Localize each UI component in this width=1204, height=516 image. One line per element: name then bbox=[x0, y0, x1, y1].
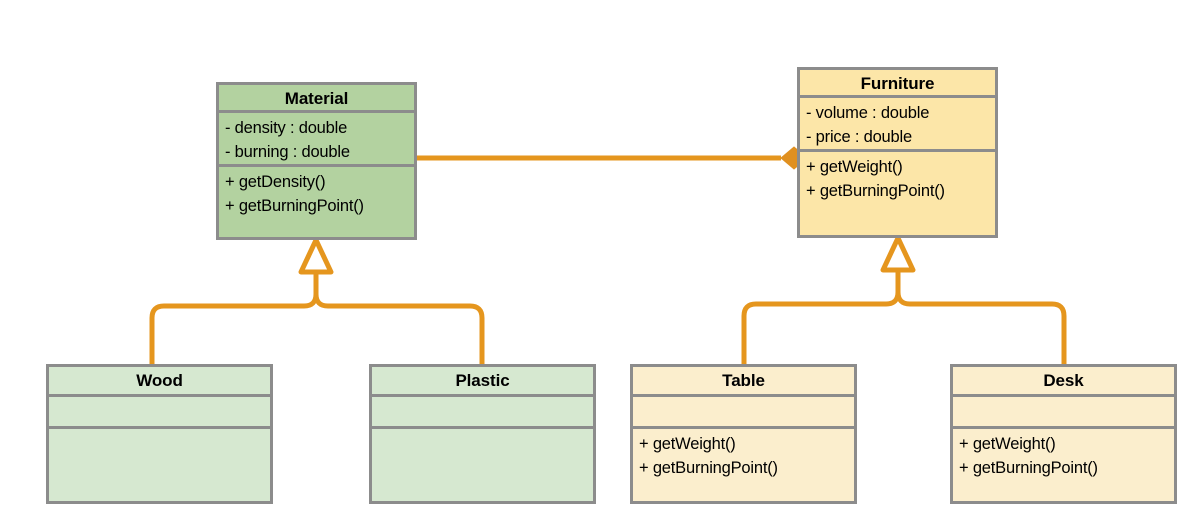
operations-compartment-material: + getDensity() + getBurningPoint() bbox=[219, 167, 414, 237]
class-box-material[interactable]: Material - density : double - burning : … bbox=[216, 82, 417, 240]
class-name-wood: Wood bbox=[49, 367, 270, 397]
hollow-triangle-icon-furniture bbox=[880, 235, 916, 273]
attributes-compartment-plastic bbox=[372, 397, 593, 429]
attributes-compartment-desk bbox=[953, 397, 1174, 429]
attribute-item: - burning : double bbox=[225, 143, 350, 161]
operations-compartment-desk: + getWeight() + getBurningPoint() bbox=[953, 429, 1174, 501]
operation-item: + getBurningPoint() bbox=[959, 459, 1098, 477]
class-name-table: Table bbox=[633, 367, 854, 397]
class-name-plastic: Plastic bbox=[372, 367, 593, 397]
generalization-line-wood bbox=[149, 269, 319, 367]
operation-item: + getBurningPoint() bbox=[806, 182, 945, 200]
composition-material-furniture bbox=[417, 146, 808, 170]
operations-compartment-wood bbox=[49, 429, 270, 501]
class-box-furniture[interactable]: Furniture - volume : double - price : do… bbox=[797, 67, 998, 238]
attributes-compartment-table bbox=[633, 397, 854, 429]
class-box-wood[interactable]: Wood bbox=[46, 364, 273, 504]
attribute-item: - price : double bbox=[806, 128, 912, 146]
class-box-plastic[interactable]: Plastic bbox=[369, 364, 596, 504]
generalization-line-plastic bbox=[313, 269, 485, 367]
operations-compartment-furniture: + getWeight() + getBurningPoint() bbox=[800, 152, 995, 235]
class-name-furniture: Furniture bbox=[800, 70, 995, 98]
generalization-line-table bbox=[741, 267, 901, 367]
attribute-item: - volume : double bbox=[806, 104, 930, 122]
operation-item: + getBurningPoint() bbox=[225, 197, 364, 215]
operation-item: + getWeight() bbox=[639, 435, 736, 453]
operations-compartment-plastic bbox=[372, 429, 593, 501]
generalization-tree-furniture bbox=[741, 235, 1067, 367]
attribute-item: - density : double bbox=[225, 119, 348, 137]
attributes-compartment-furniture: - volume : double - price : double bbox=[800, 98, 995, 152]
class-box-table[interactable]: Table + getWeight() + getBurningPoint() bbox=[630, 364, 857, 504]
attributes-compartment-material: - density : double - burning : double bbox=[219, 113, 414, 167]
operation-item: + getWeight() bbox=[806, 158, 903, 176]
operation-item: + getBurningPoint() bbox=[639, 459, 778, 477]
operations-compartment-table: + getWeight() + getBurningPoint() bbox=[633, 429, 854, 501]
attributes-compartment-wood bbox=[49, 397, 270, 429]
operation-item: + getWeight() bbox=[959, 435, 1056, 453]
class-name-material: Material bbox=[219, 85, 414, 113]
generalization-tree-material bbox=[149, 237, 485, 367]
operation-item: + getDensity() bbox=[225, 173, 326, 191]
class-name-desk: Desk bbox=[953, 367, 1174, 397]
generalization-line-desk bbox=[895, 267, 1067, 367]
class-box-desk[interactable]: Desk + getWeight() + getBurningPoint() bbox=[950, 364, 1177, 504]
hollow-triangle-icon-material bbox=[298, 237, 334, 275]
